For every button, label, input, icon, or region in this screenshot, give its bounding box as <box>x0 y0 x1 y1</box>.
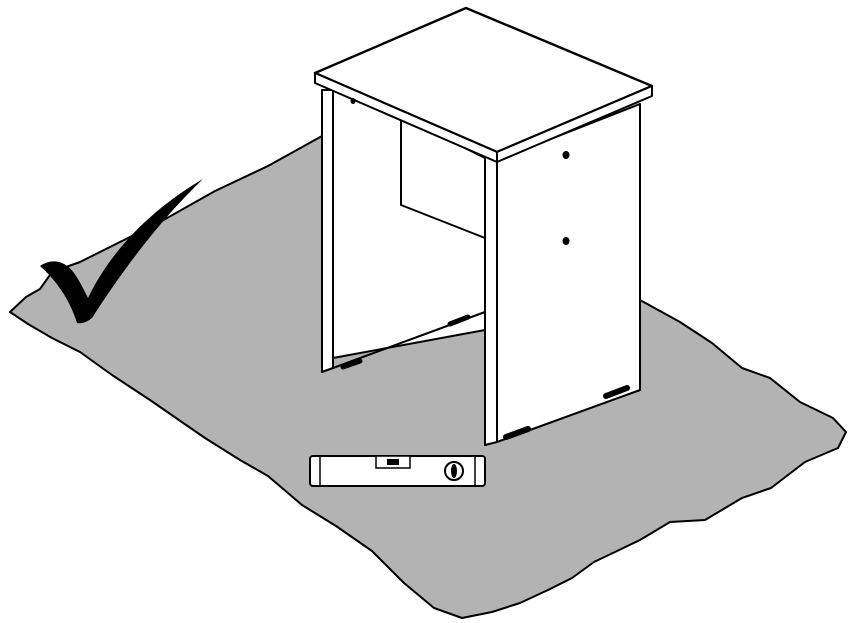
top-board-side-edge <box>496 85 653 163</box>
screw-hole <box>562 151 570 159</box>
stool-cabinet <box>313 6 654 446</box>
screw-hole <box>562 237 570 245</box>
floor-mat <box>9 135 847 619</box>
right-panel-edge <box>484 155 498 446</box>
screw-hole <box>350 98 356 104</box>
foot-glide <box>340 358 363 370</box>
foot-glide <box>603 385 630 399</box>
foot-glide <box>447 314 471 327</box>
foot-glide <box>503 426 531 440</box>
spirit-level-icon <box>309 455 486 487</box>
left-side-panel <box>321 89 334 373</box>
check-mark-icon <box>40 179 203 324</box>
